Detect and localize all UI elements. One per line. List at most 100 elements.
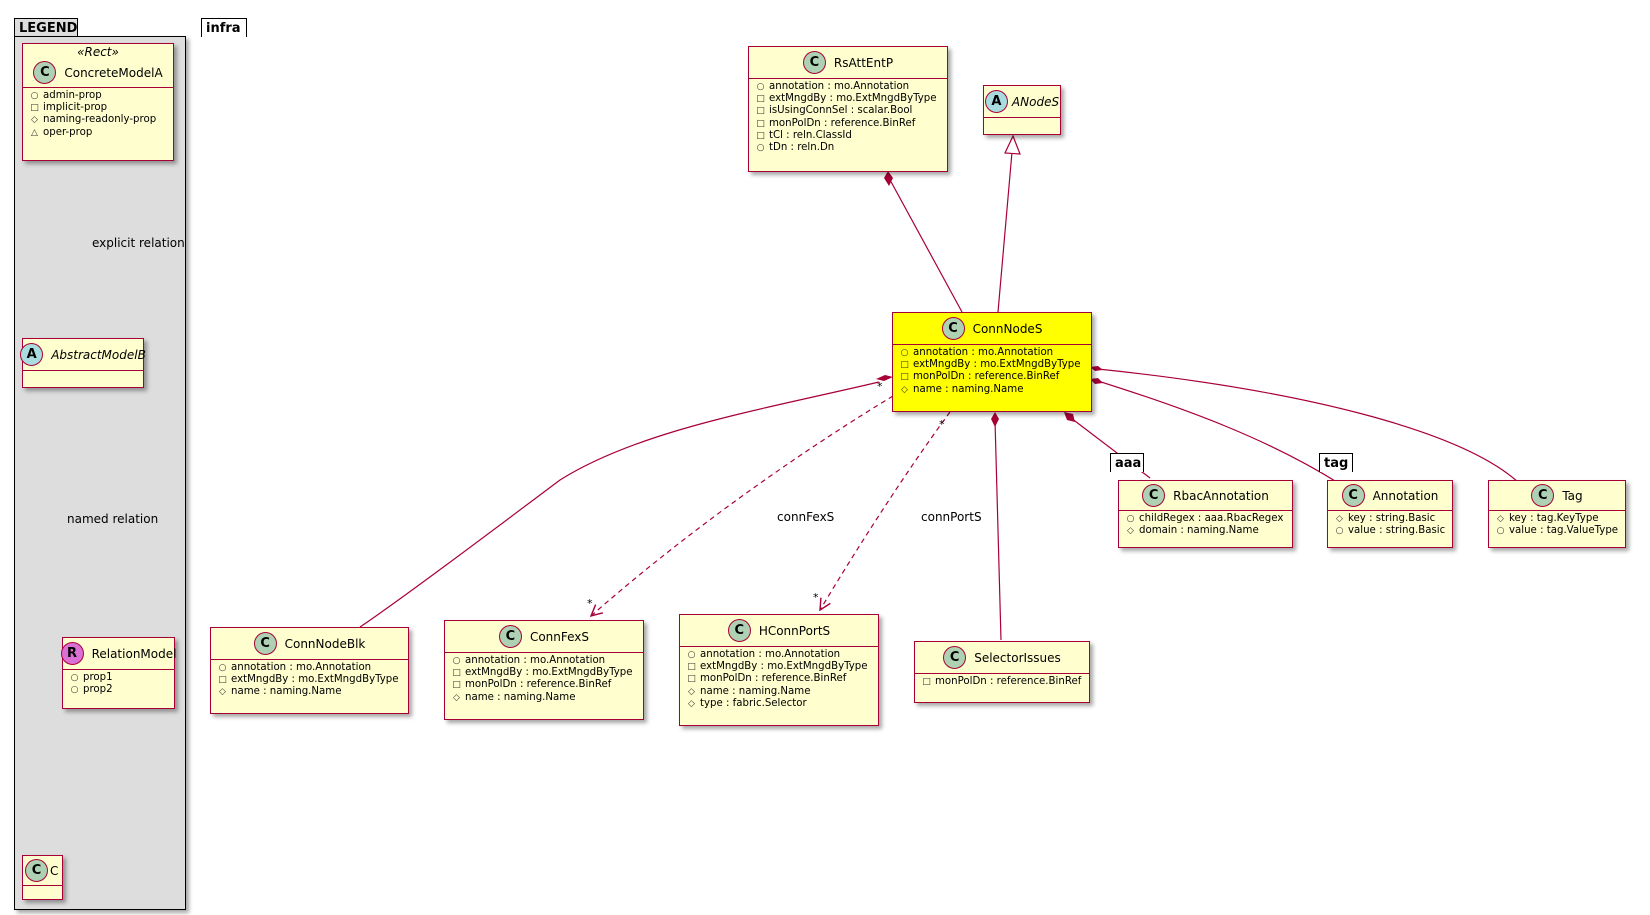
public-visibility-icon: ○ bbox=[70, 673, 79, 683]
attribute-list: ◇key : tag.KeyType ○value : tag.ValueTyp… bbox=[1489, 511, 1625, 539]
attribute-row: □tCl : reln.ClassId bbox=[756, 129, 852, 141]
multiplicity-connnodeblk: * bbox=[877, 380, 883, 393]
connnodeblk-diamond bbox=[876, 375, 893, 381]
class-name: ANodeS bbox=[1011, 94, 1060, 109]
class-name: Annotation bbox=[1372, 488, 1439, 503]
attribute-list: ○annotation : mo.Annotation □extMngdBy :… bbox=[445, 653, 643, 706]
attribute-row: □monPolDn : reference.BinRef bbox=[687, 673, 847, 685]
class-name: SelectorIssues bbox=[974, 650, 1061, 665]
class-header: C RbacAnnotation bbox=[1119, 481, 1292, 511]
class-connfexs[interactable]: C ConnFexS ○annotation : mo.Annotation □… bbox=[444, 620, 644, 720]
relation-badge-icon: R bbox=[60, 642, 84, 665]
attribute-row: △oper-prop bbox=[29, 127, 167, 139]
class-rsattentp[interactable]: C RsAttEntP ○annotation : mo.Annotation … bbox=[748, 46, 948, 172]
class-name: Tag bbox=[1562, 488, 1583, 503]
private-visibility-icon: □ bbox=[756, 130, 765, 141]
class-header: C Tag bbox=[1489, 481, 1625, 511]
class-badge-icon: C bbox=[943, 646, 967, 669]
class-c[interactable]: C C bbox=[22, 855, 63, 900]
attribute-row: ◇name : naming.Name bbox=[899, 384, 1085, 396]
class-concretemodela[interactable]: «Rect» C ConcreteModelA ○admin-prop □imp… bbox=[22, 43, 174, 161]
rbac-diamond bbox=[1064, 412, 1075, 422]
private-visibility-icon: □ bbox=[452, 668, 461, 679]
public-visibility-icon: ○ bbox=[1496, 526, 1505, 537]
attribute-row: ○childRegex : aaa.RbacRegex bbox=[1126, 513, 1284, 524]
class-connnodeblk[interactable]: C ConnNodeBlk ○annotation : mo.Annotatio… bbox=[210, 627, 409, 714]
class-badge-icon: C bbox=[498, 625, 522, 648]
public-visibility-icon: ○ bbox=[30, 91, 39, 101]
class-annotation[interactable]: C Annotation ◇key : string.Basic ○value … bbox=[1327, 480, 1453, 548]
class-name: RsAttEntP bbox=[833, 55, 894, 70]
class-name: ConnNodeS bbox=[972, 321, 1043, 336]
attribute-row: ◇type : fabric.Selector bbox=[686, 698, 872, 710]
class-header: «Rect» C ConcreteModelA bbox=[23, 44, 173, 88]
class-badge-icon: C bbox=[727, 619, 751, 642]
private-visibility-icon: □ bbox=[756, 106, 765, 117]
attribute-list: ○annotation : mo.Annotation □extMngdBy :… bbox=[749, 79, 947, 156]
connnodes-selectorissues-line bbox=[994, 419, 1002, 641]
public-visibility-icon: ○ bbox=[1335, 526, 1344, 537]
public-visibility-icon: ○ bbox=[218, 663, 227, 673]
class-header: C ConnNodeS bbox=[893, 313, 1091, 345]
attribute-row: ◇domain : naming.Name bbox=[1125, 525, 1286, 537]
attribute-row: ○annotation : mo.Annotation bbox=[756, 81, 910, 92]
attribute-row: □monPolDn : reference.BinRef bbox=[756, 117, 916, 129]
attribute-row: ○annotation : mo.Annotation bbox=[687, 649, 841, 660]
class-badge-icon: C bbox=[802, 51, 826, 74]
tag-package-tab: tag bbox=[1319, 453, 1353, 472]
private-visibility-icon: □ bbox=[687, 674, 696, 685]
explicit-relation-label: explicit relation bbox=[92, 236, 185, 250]
protected-visibility-icon: ◇ bbox=[219, 687, 226, 698]
public-visibility-icon: ○ bbox=[1126, 514, 1135, 524]
class-badge-icon: C bbox=[1341, 484, 1365, 507]
class-name: RelationModel bbox=[91, 646, 177, 661]
class-anodes[interactable]: A ANodeS bbox=[983, 85, 1061, 135]
attribute-list: ◇key : string.Basic ○value : string.Basi… bbox=[1328, 511, 1452, 539]
attribute-row: ◇name : naming.Name bbox=[217, 686, 402, 698]
connnodes-annotation-line bbox=[1097, 380, 1341, 485]
attribute-list: ○prop1 ○prop2 bbox=[63, 670, 174, 698]
class-hconnports[interactable]: C HConnPortS ○annotation : mo.Annotation… bbox=[679, 614, 879, 726]
aaa-package-tab: aaa bbox=[1110, 453, 1144, 472]
public-visibility-icon: ○ bbox=[756, 82, 765, 92]
class-relationmodel[interactable]: R RelationModel ○prop1 ○prop2 bbox=[60, 637, 177, 709]
named-relation-label: named relation bbox=[67, 512, 159, 526]
attribute-row: ◇name : naming.Name bbox=[686, 686, 872, 698]
connnodes-tag-line bbox=[1097, 368, 1519, 483]
attribute-row: □extMngdBy : mo.ExtMngdByType bbox=[218, 674, 399, 686]
protected-visibility-icon: ◇ bbox=[1497, 514, 1504, 524]
attribute-row: □monPolDn : reference.BinRef bbox=[900, 371, 1060, 383]
attribute-list: ○annotation : mo.Annotation □extMngdBy :… bbox=[893, 345, 1091, 398]
attribute-row: ◇key : string.Basic bbox=[1334, 513, 1446, 525]
protected-visibility-icon: ◇ bbox=[1336, 514, 1343, 524]
attribute-row: ○annotation : mo.Annotation bbox=[452, 655, 606, 666]
class-rbacannotation[interactable]: C RbacAnnotation ○childRegex : aaa.RbacR… bbox=[1118, 480, 1293, 548]
class-name: ConnNodeBlk bbox=[284, 636, 366, 651]
protected-visibility-icon: ◇ bbox=[31, 115, 38, 126]
attribute-row: ○admin-prop bbox=[30, 90, 102, 101]
class-abstractmodelb[interactable]: A AbstractModelB bbox=[20, 338, 146, 388]
attribute-row: ◇key : tag.KeyType bbox=[1495, 513, 1619, 525]
connports-relation-label: connPortS bbox=[921, 510, 982, 524]
connnodes-connfexs-line bbox=[591, 395, 894, 616]
attribute-row: ○annotation : mo.Annotation bbox=[900, 347, 1054, 358]
rsattentp-connnodes-line bbox=[888, 177, 963, 313]
attribute-row: ○prop1 bbox=[70, 672, 113, 683]
protected-visibility-icon: ◇ bbox=[901, 384, 908, 395]
private-visibility-icon: □ bbox=[687, 662, 696, 673]
private-visibility-icon: □ bbox=[900, 372, 909, 383]
attribute-list: ○childRegex : aaa.RbacRegex ◇domain : na… bbox=[1119, 511, 1292, 539]
attribute-row: □monPolDn : reference.BinRef bbox=[452, 679, 612, 691]
class-name: HConnPortS bbox=[758, 623, 831, 638]
class-tag[interactable]: C Tag ◇key : tag.KeyType ○value : tag.Va… bbox=[1488, 480, 1626, 548]
class-connnodes[interactable]: C ConnNodeS ○annotation : mo.Annotation … bbox=[892, 312, 1092, 412]
class-badge-icon: C bbox=[25, 859, 48, 882]
attribute-row: ○value : tag.ValueType bbox=[1496, 525, 1619, 537]
public-visibility-icon: ○ bbox=[70, 685, 79, 696]
class-selectorissues[interactable]: C SelectorIssues □monPolDn : reference.B… bbox=[914, 641, 1090, 703]
legend-package bbox=[14, 36, 186, 910]
attribute-row: □extMngdBy : mo.ExtMngdByType bbox=[756, 93, 937, 105]
attribute-row: ○tDn : reln.Dn bbox=[756, 142, 835, 154]
package-visibility-icon: △ bbox=[31, 127, 38, 138]
class-header: R RelationModel bbox=[60, 638, 177, 670]
